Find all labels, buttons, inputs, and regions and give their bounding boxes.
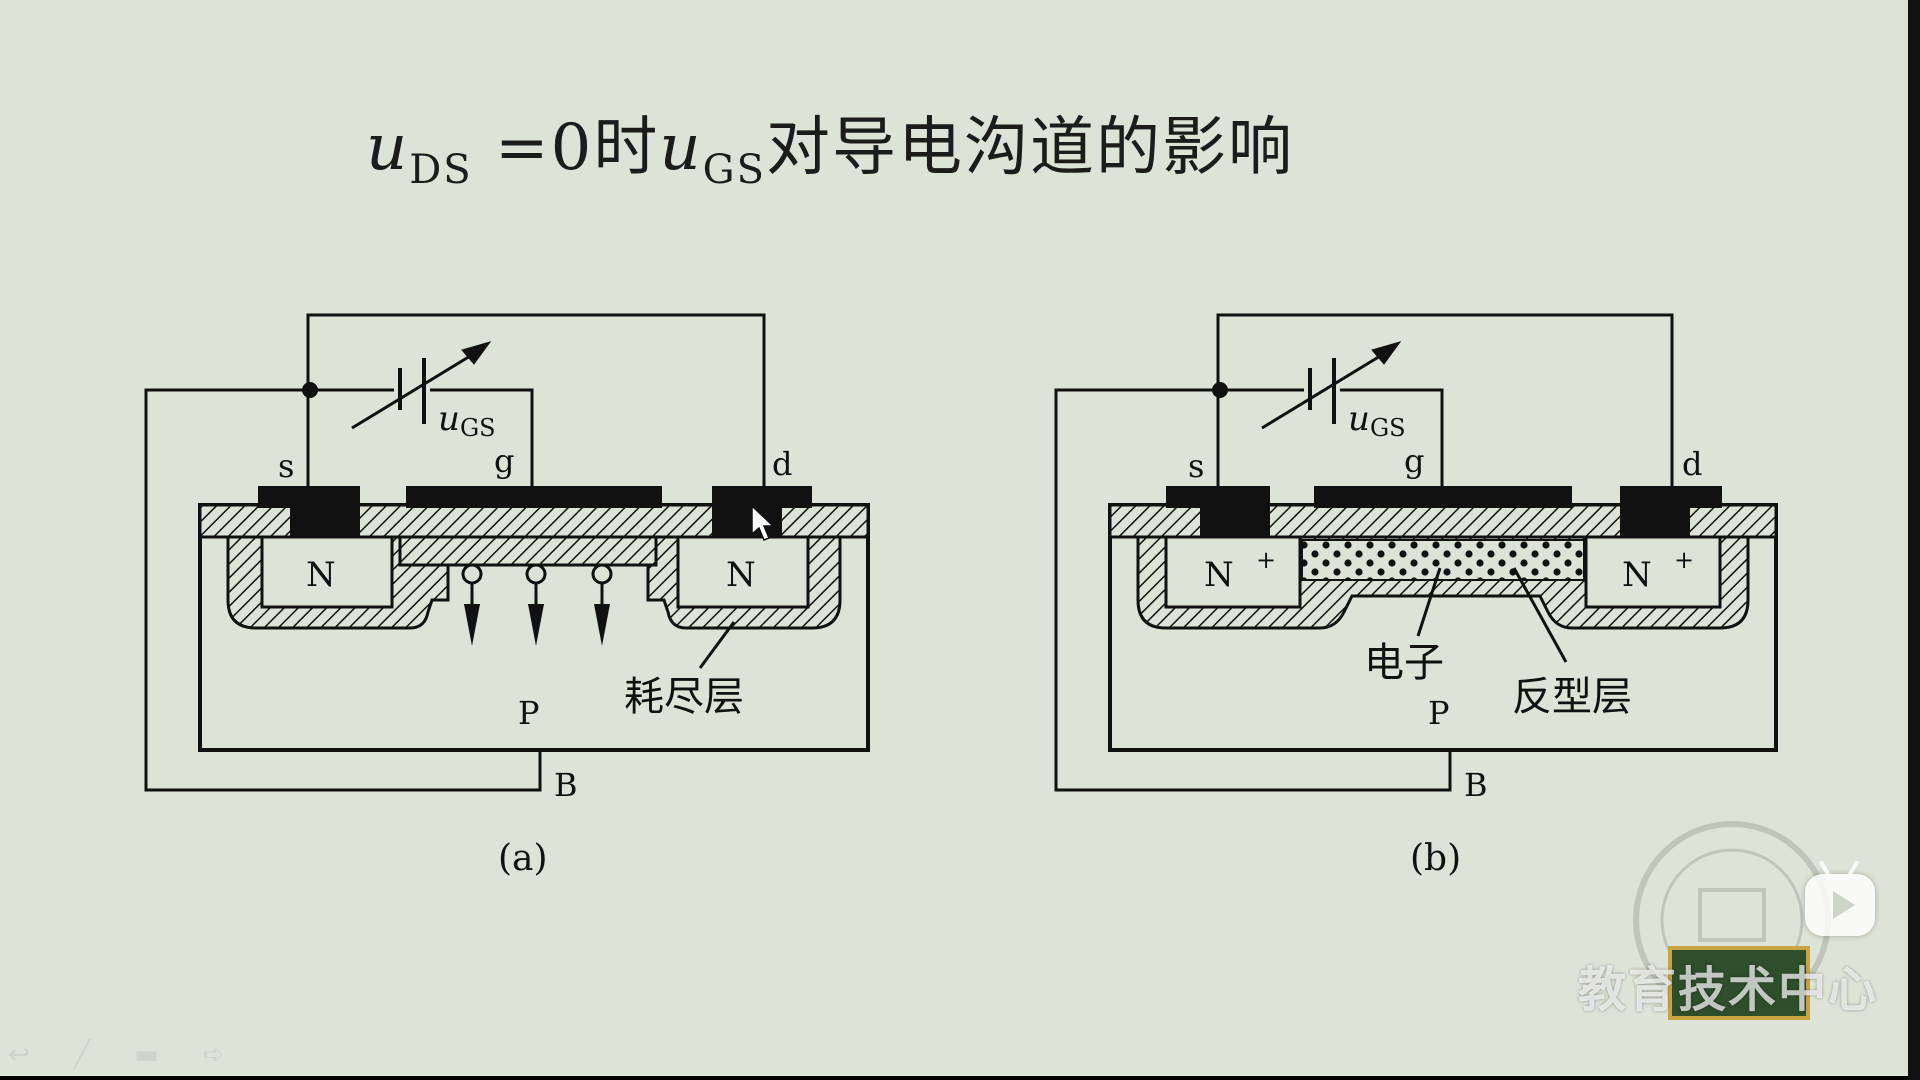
inversion-label-b: 反型层 bbox=[1512, 674, 1632, 720]
circuit-wires-a bbox=[144, 313, 766, 792]
hole-arrows-a bbox=[461, 563, 613, 620]
caption-b: (b) bbox=[1410, 838, 1461, 879]
slide-nav-controls[interactable]: ↩ ╱ ▬ ➪ bbox=[8, 1040, 243, 1070]
gate-label-a: g bbox=[494, 442, 514, 480]
caption-a: (a) bbox=[498, 838, 548, 879]
vgs-sub-b: GS bbox=[1370, 414, 1406, 442]
junction-dot-b bbox=[1212, 382, 1228, 398]
junction-dot-a bbox=[302, 382, 318, 398]
left-region-sup-b: + bbox=[1256, 546, 1276, 574]
arrowheads-a bbox=[464, 604, 610, 646]
left-region-label-b: N bbox=[1204, 555, 1234, 595]
source-contact-a bbox=[258, 486, 360, 508]
depletion-label-a: 耗尽层 bbox=[624, 674, 744, 720]
inversion-channel-b bbox=[1301, 539, 1585, 581]
circuit-wires-b bbox=[1054, 313, 1674, 792]
gate-label-b: g bbox=[1404, 442, 1424, 480]
vgs-source-b bbox=[1261, 341, 1402, 430]
source-plug-b bbox=[1200, 505, 1270, 537]
title-tail: 对导电沟道的影响 bbox=[765, 111, 1294, 185]
depletion-pointer-a bbox=[698, 621, 736, 669]
vgs-var-b: u bbox=[1348, 399, 1370, 439]
title-sub-gs: GS bbox=[702, 147, 766, 193]
body-label-b: B bbox=[1464, 766, 1488, 804]
substrate-label-a: P bbox=[518, 694, 540, 732]
drain-contact-a bbox=[712, 486, 812, 508]
title-sub-ds: DS bbox=[409, 147, 473, 193]
n-region-right-a bbox=[676, 535, 810, 609]
drain-label-a: d bbox=[772, 445, 792, 483]
diagram-b: u GS s g d N + N + P B 电子 反型层 (b) bbox=[1054, 313, 1778, 879]
gate-electrode-b bbox=[1314, 486, 1572, 508]
depletion-region-channel-a bbox=[398, 535, 658, 567]
right-region-sup-b: + bbox=[1674, 546, 1694, 574]
drain-contact-b bbox=[1620, 486, 1722, 508]
vgs-source-a bbox=[351, 341, 492, 430]
play-button-icon[interactable] bbox=[1805, 860, 1875, 936]
mouse-cursor-icon bbox=[751, 504, 775, 541]
drain-plug-a bbox=[712, 505, 782, 537]
source-label-a: s bbox=[278, 447, 294, 485]
play-triangle-icon bbox=[1833, 891, 1855, 919]
diagram-a: u GS s g d N N P B 耗尽层 (a) bbox=[144, 313, 870, 879]
body-label-a: B bbox=[554, 766, 578, 804]
inversion-pointer-b bbox=[1512, 567, 1568, 663]
vgs-var-a: u bbox=[438, 399, 460, 439]
left-region-label-a: N bbox=[306, 555, 336, 595]
n-plus-region-left-b bbox=[1164, 535, 1302, 609]
electron-pointer-b bbox=[1416, 567, 1442, 637]
title-mid: =0时 bbox=[472, 111, 660, 185]
source-plug-a bbox=[290, 505, 360, 537]
drain-label-b: d bbox=[1682, 445, 1702, 483]
window-edge bbox=[1908, 0, 1920, 1080]
slide-title: uDS =0时uGS对导电沟道的影响 bbox=[366, 96, 1294, 193]
n-region-left-a bbox=[260, 535, 394, 609]
n-plus-region-right-b bbox=[1584, 535, 1722, 609]
title-var-u: u bbox=[366, 111, 410, 185]
right-region-label-a: N bbox=[726, 555, 756, 595]
watermark-logo-box bbox=[1668, 946, 1810, 1020]
title-var-u2: u bbox=[659, 111, 703, 185]
right-region-label-b: N bbox=[1622, 555, 1652, 595]
electron-label-b: 电子 bbox=[1364, 640, 1444, 686]
source-contact-b bbox=[1166, 486, 1270, 508]
vgs-sub-a: GS bbox=[460, 414, 496, 442]
gate-electrode-a bbox=[406, 486, 662, 508]
source-label-b: s bbox=[1188, 447, 1204, 485]
watermark-text: 教育技术中心 bbox=[1578, 962, 1879, 1018]
drain-plug-b bbox=[1620, 505, 1690, 537]
substrate-label-b: P bbox=[1428, 694, 1450, 732]
